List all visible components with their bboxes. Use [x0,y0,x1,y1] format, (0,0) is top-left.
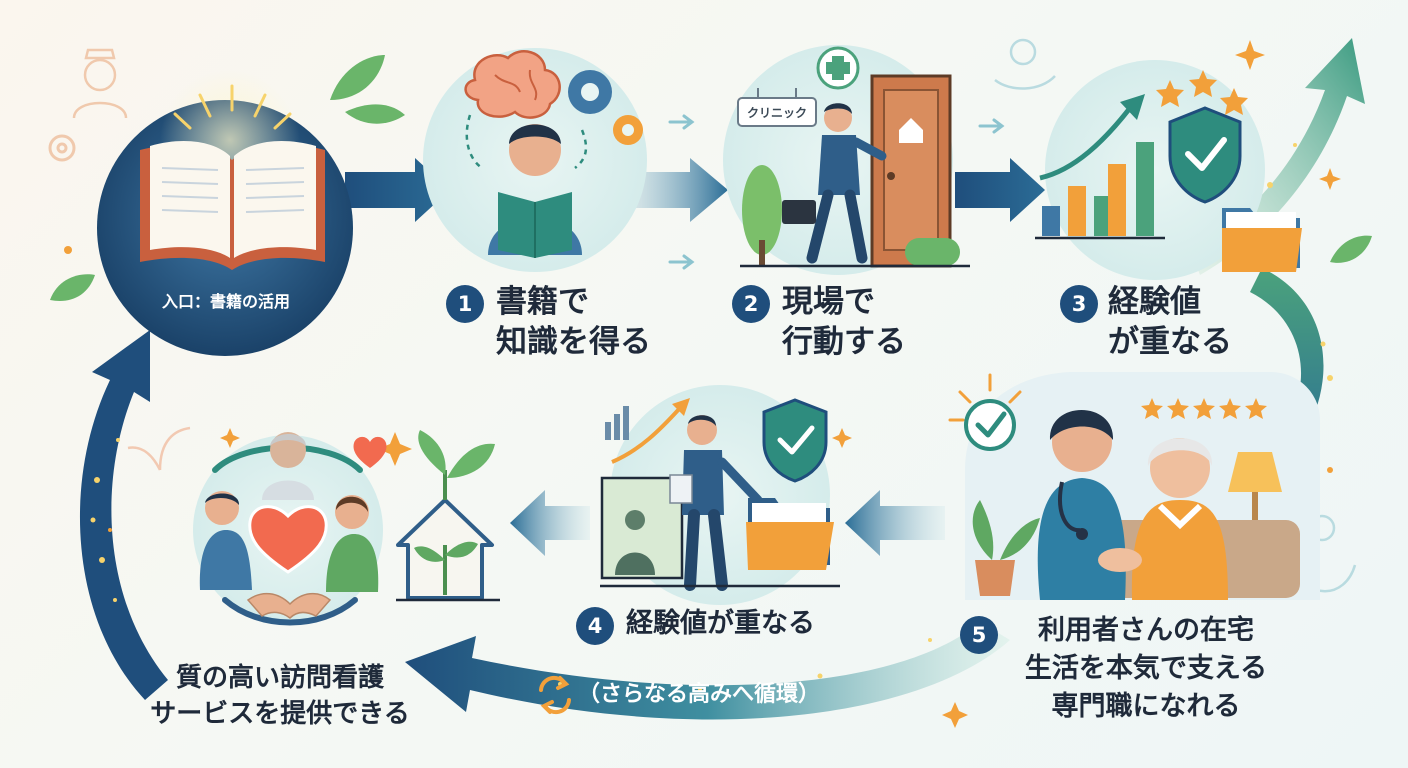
step3-title: 経験値 が重なる [1108,282,1232,362]
loop-arrow-bottom [405,622,1010,720]
plant-outline-icon [127,426,191,471]
tree-icon [742,165,782,266]
step3-line2: が重なる [1108,324,1232,360]
step5-title: 利用者さんの在宅 生活を本気で支える 専門職になれる [996,612,1296,726]
step4-number-badge: 4 [576,607,614,645]
medical-cross-icon [816,46,860,90]
outcome-line2: サービスを提供できる [150,699,410,729]
nurse-walking-icon [782,103,887,264]
step5-line1: 利用者さんの在宅 [1038,615,1254,646]
outcome-line1: 質の高い訪問看護 [175,663,384,693]
clinic-sign [737,88,817,127]
step2-line2: 行動する [782,324,906,360]
step2-illustration [723,45,1005,275]
star-sparkle-icon [64,40,1341,728]
brain-icon [464,50,561,119]
loop-arrow-left [79,330,168,700]
step5-line2: 生活を本気で支える [1024,653,1268,684]
bar-chart-icon [1035,94,1165,240]
home-sprout-icon [396,430,500,602]
gear-icon [568,70,643,145]
step3-illustration [1035,60,1302,280]
step5-line3: 専門職になれる [1051,691,1241,722]
student-reading-icon [488,124,582,258]
step2-line1: 現場で [782,284,875,320]
step1-line2: 知識を得る [496,324,651,360]
nurse-outline-icon [72,48,128,119]
folder-icon [746,498,834,570]
step1-illustration [423,48,695,272]
elder-figure-icon [262,432,314,500]
star-rating-icon [1156,70,1248,115]
handshake-icon [246,592,332,619]
gear-outline-icon [48,134,76,162]
arrow-entry-to-step1 [345,158,450,222]
step3-line1: 経験値 [1108,284,1201,320]
leaf-icon [50,55,1372,301]
caregiver-figure-right-icon [326,495,379,592]
step3-number-badge: 3 [1060,285,1098,323]
arrow-step4-to-outcome [510,490,590,556]
office-window [600,476,684,580]
elderly-woman-icon [1131,438,1228,600]
sun-check-icon [948,373,1022,451]
step1-number-badge: 1 [446,285,484,323]
clinic-sign-label: クリニック [746,106,807,120]
shield-check-icon [762,398,828,483]
heart-icon [353,436,387,468]
arrow-step5-to-step4 [845,490,945,556]
loop-label: （さらなる高みへ循環） [578,682,821,707]
step4-title: 経験値が重なる [626,608,815,639]
entry-book-circle [97,70,353,356]
open-book-icon [140,141,325,270]
worker-filing-icon [669,415,763,591]
nurse-icon [1037,410,1126,600]
outcome-illustration [193,432,387,626]
step2-number-badge: 2 [732,285,770,323]
outcome-title: 質の高い訪問看護 サービスを提供できる [130,660,430,732]
step5-illustration [948,372,1320,600]
folder-icon [1222,208,1302,272]
potted-plant-icon [972,500,1040,596]
cycle-arrows-icon [539,675,571,715]
entry-label: 入口：書籍の活用 [161,292,290,311]
step1-line1: 書籍で [496,284,589,320]
step5-number-badge: 5 [960,616,998,654]
growth-chart-icon [605,398,690,464]
step4-illustration [600,385,840,605]
hand-idea-icon [994,38,1056,90]
step2-title: 現場で 行動する [782,282,906,362]
heart-icon [248,505,328,574]
caregiver-figure-left-icon [199,491,252,590]
arrow-step2-to-step3 [955,158,1045,222]
shield-check-icon [1168,106,1242,204]
step1-title: 書籍で 知識を得る [496,282,651,362]
star-rating-icon [1141,398,1267,419]
house-door-icon [870,74,952,268]
